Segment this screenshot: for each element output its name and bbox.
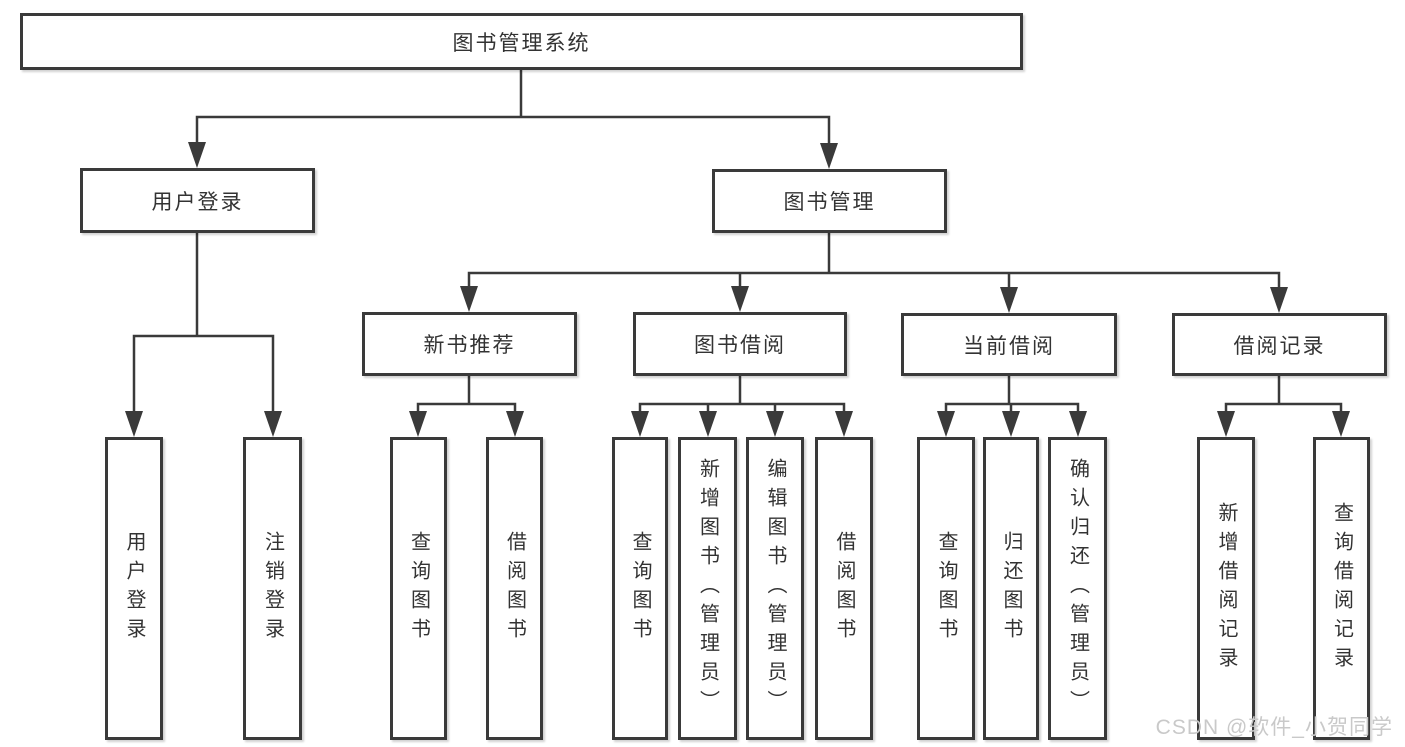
csdn-watermark: CSDN @软件_小贺同学	[1155, 716, 1393, 739]
leaf-edit-books-admin: 编辑图书（管理员）	[746, 437, 804, 740]
node-book-management-system: 图书管理系统	[20, 13, 1023, 70]
node-label: 查询图书	[407, 530, 430, 647]
node-borrowing-records: 借阅记录	[1172, 313, 1387, 376]
leaf-confirm-return-admin: 确认归还（管理员）	[1048, 437, 1107, 740]
leaf-logout-login: 注销登录	[243, 437, 302, 740]
leaf-add-books-admin: 新增图书（管理员）	[678, 437, 737, 740]
node-label: 图书借阅	[694, 334, 786, 357]
node-label: 用户登录	[151, 190, 244, 214]
node-label: 归还图书	[1000, 530, 1022, 647]
node-label: 编辑图书（管理员）	[764, 458, 786, 719]
node-label: 查询借阅记录	[1330, 501, 1353, 676]
leaf-user-login: 用户登录	[105, 437, 163, 740]
node-current-borrowing: 当前借阅	[901, 313, 1117, 376]
leaf-borrow-books: 借阅图书	[815, 437, 873, 740]
node-book-management: 图书管理	[712, 169, 947, 233]
node-label: 借阅图书	[503, 530, 526, 647]
leaf-query-books-recommend: 查询图书	[390, 437, 447, 740]
node-user-login: 用户登录	[80, 168, 315, 233]
node-label: 新增借阅记录	[1215, 501, 1237, 676]
node-label: 确认归还（管理员）	[1066, 458, 1089, 719]
node-label: 图书管理系统	[452, 31, 591, 55]
node-label: 借阅记录	[1233, 334, 1326, 358]
node-label: 当前借阅	[963, 334, 1055, 358]
node-book-borrowing: 图书借阅	[633, 312, 847, 376]
node-label: 图书管理	[783, 191, 876, 214]
leaf-add-borrow-record: 新增借阅记录	[1197, 437, 1255, 740]
node-label: 用户登录	[123, 530, 145, 647]
leaf-query-books-current: 查询图书	[917, 437, 975, 740]
node-label: 查询图书	[629, 530, 651, 647]
node-new-book-recommend: 新书推荐	[362, 312, 577, 376]
node-label: 注销登录	[261, 530, 284, 647]
leaf-return-books: 归还图书	[983, 437, 1039, 740]
leaf-query-books-borrowing: 查询图书	[612, 437, 668, 740]
node-label: 查询图书	[935, 530, 957, 647]
node-label: 新增图书（管理员）	[696, 458, 719, 719]
node-label: 借阅图书	[833, 530, 855, 647]
leaf-borrow-books-recommend: 借阅图书	[486, 437, 543, 740]
leaf-query-borrow-record: 查询借阅记录	[1313, 437, 1370, 740]
node-label: 新书推荐	[423, 334, 516, 357]
